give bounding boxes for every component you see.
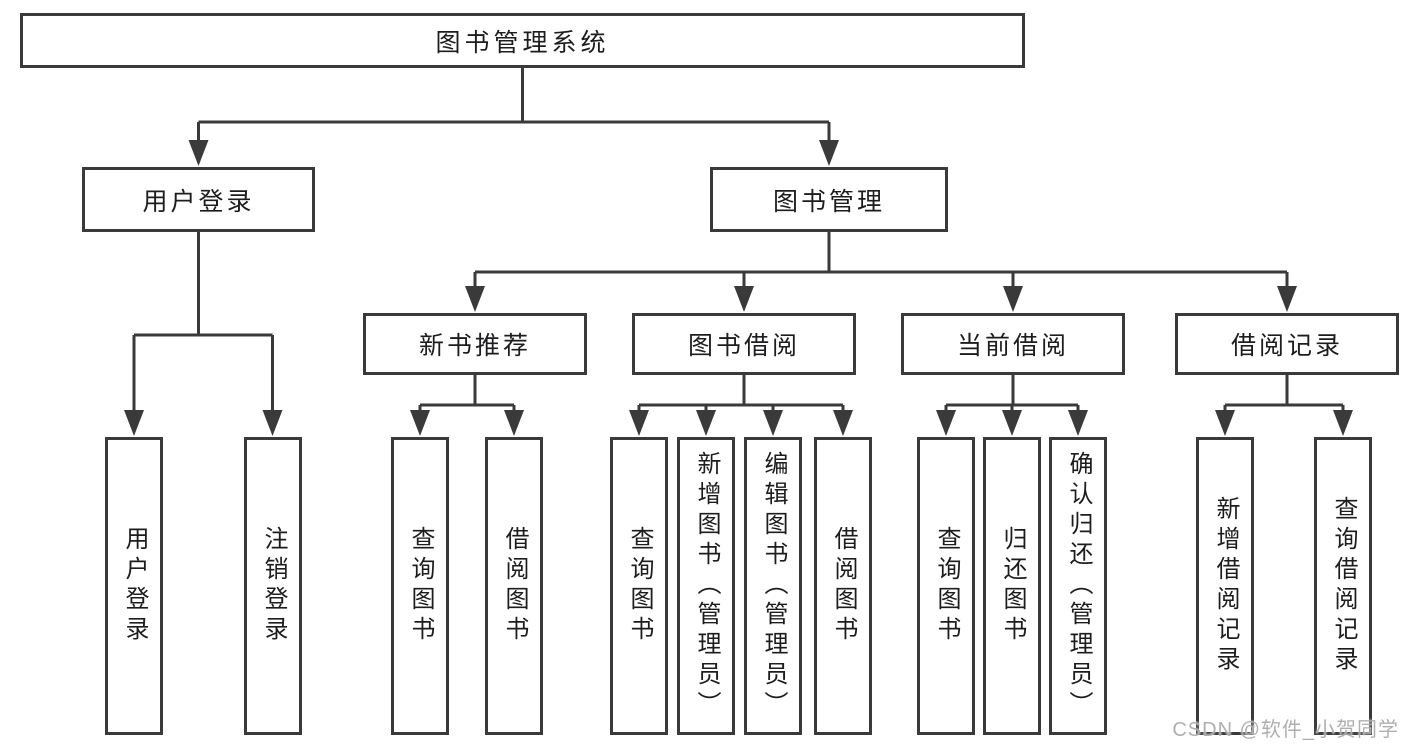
connector-borrowing-to-leaves <box>629 375 853 436</box>
node-query-books-current: 查询图书 <box>917 437 975 735</box>
arrowhead-icon <box>504 410 524 436</box>
arrowhead-icon <box>833 410 853 436</box>
node-confirm-return-admin: 确认归还（管理员） <box>1049 437 1107 735</box>
node-borrow-records: 借阅记录 <box>1175 313 1399 375</box>
node-edit-books-admin: 编辑图书（管理员） <box>744 437 802 735</box>
arrowhead-icon <box>763 410 783 436</box>
node-user-login: 用户登录 <box>82 167 315 232</box>
node-book-management-system: 图书管理系统 <box>20 13 1025 68</box>
arrowhead-icon <box>1003 286 1023 312</box>
node-return-books: 归还图书 <box>983 437 1041 735</box>
arrowhead-icon <box>629 410 649 436</box>
watermark: CSDN @软件_小贺同学 <box>1172 719 1399 741</box>
arrowhead-icon <box>410 410 430 436</box>
node-query-borrow-record: 查询借阅记录 <box>1314 437 1372 735</box>
node-borrow-books-borrowing: 借阅图书 <box>814 437 872 735</box>
arrowhead-icon <box>1215 410 1235 436</box>
arrowhead-icon <box>124 410 144 436</box>
node-add-books-admin: 新增图书（管理员） <box>677 437 735 735</box>
connector-records-to-leaves <box>1215 375 1353 436</box>
node-logout: 注销登录 <box>244 437 302 735</box>
connector-book-mgmt-to-level3 <box>465 232 1297 312</box>
arrowhead-icon <box>819 140 839 166</box>
arrowhead-icon <box>696 410 716 436</box>
arrowhead-icon <box>1002 410 1022 436</box>
node-current-borrowing: 当前借阅 <box>901 313 1125 375</box>
node-book-management: 图书管理 <box>710 167 948 232</box>
node-borrow-books-recommend: 借阅图书 <box>485 437 543 735</box>
node-user-login-leaf: 用户登录 <box>105 437 163 735</box>
connector-current-to-leaves <box>936 375 1088 436</box>
node-book-borrowing: 图书借阅 <box>632 313 856 375</box>
arrowhead-icon <box>188 140 209 166</box>
arrowhead-icon <box>262 410 283 436</box>
node-add-borrow-record: 新增借阅记录 <box>1196 437 1254 735</box>
node-new-book-recommend: 新书推荐 <box>363 313 587 375</box>
arrowhead-icon <box>1068 410 1088 436</box>
connector-root-to-level2 <box>188 68 839 166</box>
node-query-books-recommend: 查询图书 <box>391 437 449 735</box>
arrowhead-icon <box>465 286 485 312</box>
connector-user-login-to-leaves <box>124 232 283 436</box>
arrowhead-icon <box>1277 286 1297 312</box>
arrowhead-icon <box>734 286 754 312</box>
arrowhead-icon <box>1333 410 1353 436</box>
node-query-books-borrowing: 查询图书 <box>610 437 668 735</box>
arrowhead-icon <box>936 410 956 436</box>
connector-recommend-to-leaves <box>410 375 524 436</box>
